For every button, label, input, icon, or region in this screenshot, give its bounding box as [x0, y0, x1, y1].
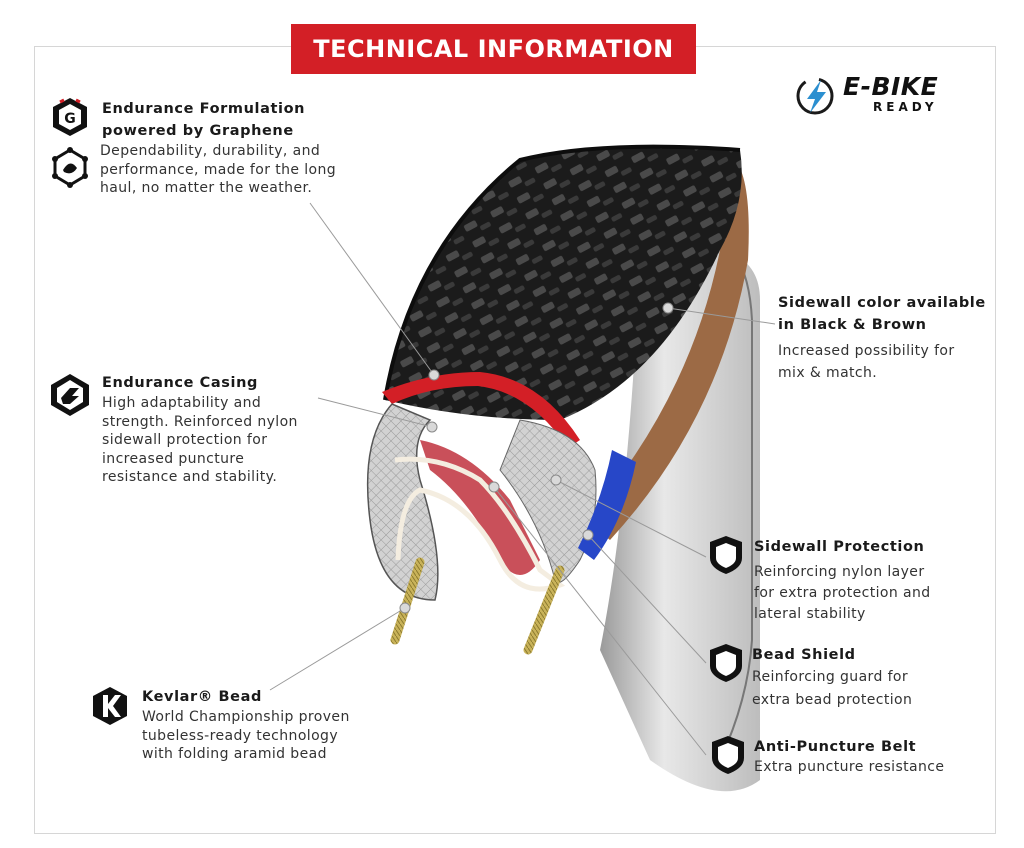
- endurance-casing-title: Endurance Casing: [102, 375, 258, 391]
- anti-puncture-callout: Anti-Puncture Belt Extra puncture resist…: [754, 736, 1004, 777]
- sidewall-color-title-2: in Black & Brown: [778, 317, 927, 333]
- sidewall-color-callout: Sidewall color available in Black & Brow…: [778, 292, 1008, 384]
- endurance-formulation-title-2: powered by Graphene: [102, 123, 294, 139]
- shield-icon: [712, 736, 744, 774]
- casing-hexagon-icon: [51, 374, 89, 416]
- bead-shield-desc-2: extra bead protection: [752, 692, 913, 708]
- sidewall-protection-callout: Sidewall Protection Reinforcing nylon la…: [754, 536, 994, 625]
- sidewall-color-desc-1: Increased possibility for: [778, 343, 955, 359]
- kevlar-bead-callout: Kevlar® Bead World Championship proven t…: [142, 686, 412, 764]
- kevlar-bead-title: Kevlar® Bead: [142, 689, 262, 705]
- endurance-formulation-title: Endurance Formulation: [102, 101, 306, 117]
- shield-icon: [710, 536, 742, 574]
- page-title: TECHNICAL INFORMATION: [291, 24, 696, 74]
- endurance-casing-desc-5: resistance and stability.: [102, 469, 278, 485]
- endurance-casing-desc-2: strength. Reinforced nylon: [102, 413, 298, 430]
- lightning-bolt-icon: [796, 77, 834, 115]
- shield-icon: [710, 644, 742, 682]
- sidewall-protection-desc-1: Reinforcing nylon layer: [754, 564, 925, 580]
- graphene-g-icon: G: [53, 98, 87, 136]
- anti-puncture-title: Anti-Puncture Belt: [754, 739, 917, 755]
- sidewall-color-desc-2: mix & match.: [778, 365, 878, 381]
- sidewall-protection-desc-3: lateral stability: [754, 606, 866, 622]
- sidewall-protection-desc-2: for extra protection and: [754, 585, 931, 601]
- kevlar-k-icon: [93, 687, 127, 725]
- endurance-formulation-callout: Endurance Formulation powered by Graphen…: [100, 98, 362, 198]
- sidewall-protection-title: Sidewall Protection: [754, 539, 925, 555]
- kevlar-bead-desc-2: tubeless-ready technology: [142, 727, 339, 744]
- endurance-casing-callout: Endurance Casing High adaptability and s…: [102, 372, 332, 487]
- bead-shield-desc-1: Reinforcing guard for: [752, 669, 909, 685]
- ebike-badge-subtext: READY: [873, 100, 938, 114]
- kevlar-bead-desc-1: World Championship proven: [142, 709, 350, 725]
- bead-shield-callout: Bead Shield Reinforcing guard for extra …: [752, 644, 992, 712]
- ebike-badge-text: E-BIKE: [843, 72, 939, 101]
- endurance-formulation-desc-1: Dependability, durability, and: [100, 143, 321, 159]
- svg-text:G: G: [64, 111, 76, 127]
- kevlar-bead-desc-3: with folding aramid bead: [142, 746, 327, 762]
- endurance-casing-desc-3: sidewall protection for: [102, 432, 268, 448]
- endurance-casing-desc-4: increased puncture: [102, 450, 245, 467]
- endurance-formulation-desc-2: performance, made for the long: [100, 161, 337, 178]
- compound-network-icon: [52, 147, 88, 188]
- sidewall-color-title: Sidewall color available: [778, 295, 986, 311]
- ebike-ready-badge: E-BIKE READY: [795, 74, 980, 118]
- endurance-formulation-desc-3: haul, no matter the weather.: [100, 180, 313, 196]
- anti-puncture-desc-1: Extra puncture resistance: [754, 759, 945, 775]
- endurance-casing-desc-1: High adaptability and: [102, 395, 262, 411]
- bead-shield-title: Bead Shield: [752, 647, 856, 663]
